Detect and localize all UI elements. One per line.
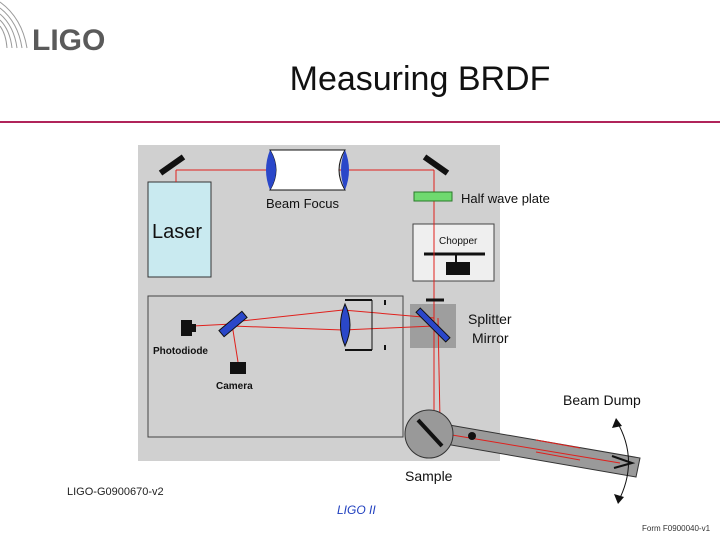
- sample-label: Sample: [405, 468, 453, 484]
- splitter-label-line2: Mirror: [472, 330, 509, 346]
- half-wave-plate-icon: [413, 191, 453, 202]
- camera-label: Camera: [216, 381, 253, 392]
- form-id: Form F0900040-v1: [642, 524, 711, 533]
- beam-dump-trap-icon: [611, 455, 636, 469]
- detector-enclosure: [147, 295, 404, 438]
- beam-dump-pivot-icon: [468, 432, 476, 440]
- camera-icon: [230, 362, 246, 374]
- laser-label: Laser: [152, 221, 202, 243]
- beam-dump-label: Beam Dump: [563, 392, 641, 408]
- document-id: LIGO-G0900670-v2: [67, 486, 164, 498]
- half-wave-plate-label: Half wave plate: [461, 191, 550, 206]
- lens-right-element: [341, 150, 349, 190]
- arc-arrow-top-icon: [612, 418, 622, 428]
- sample-holder: [416, 418, 444, 448]
- photodiode-icon: [181, 320, 192, 336]
- chopper-motor-icon: [446, 262, 470, 275]
- laser-box: [147, 181, 212, 278]
- splitter-label-line1: Splitter: [468, 311, 512, 327]
- footer-project: LIGO II: [337, 503, 376, 517]
- photodiode-window: [192, 324, 196, 332]
- chopper-label: Chopper: [439, 236, 478, 247]
- ligo-logo: LIGO: [0, 0, 120, 70]
- logo-text: LIGO: [32, 24, 106, 57]
- laser-beam-path: [175, 169, 621, 464]
- lens-left-element: [266, 150, 276, 190]
- photodiode-label: Photodiode: [153, 346, 208, 357]
- rotation-arc: [615, 419, 629, 503]
- collection-lens-icon: [340, 302, 351, 348]
- pickoff-mirror-icon: [218, 310, 248, 338]
- beam-focus-lens-icon: [269, 149, 346, 191]
- arc-arrow-bottom-icon: [614, 494, 624, 504]
- beam-focus-label: Beam Focus: [266, 196, 339, 211]
- slide-title: Measuring BRDF: [289, 60, 551, 98]
- mirror-1-icon: [158, 154, 186, 176]
- mirror-2-icon: [422, 154, 450, 176]
- splitter-mirror-icon: [415, 307, 451, 343]
- logo-arcs-icon: [0, 1, 28, 49]
- title-divider: [0, 121, 720, 123]
